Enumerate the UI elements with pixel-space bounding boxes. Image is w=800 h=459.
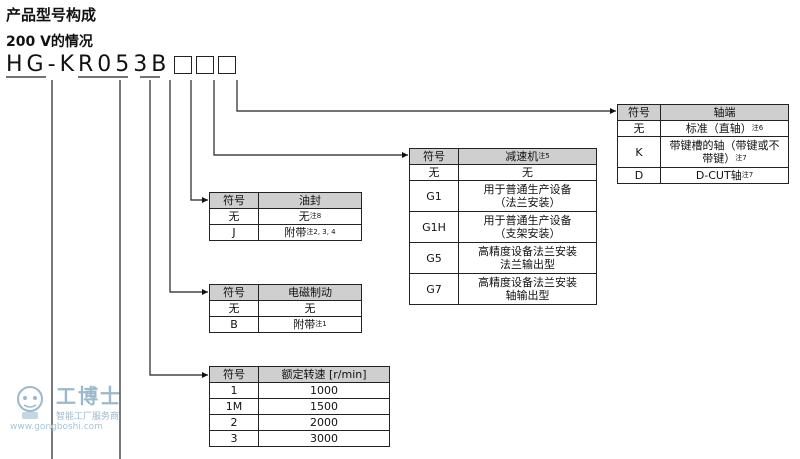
model-char: 0 [97, 52, 116, 77]
cell-symbol: G5 [409, 242, 459, 274]
cell-symbol: 1 [209, 382, 259, 399]
cell-value: 无注8 [258, 208, 362, 225]
header-oil-seal: 油封 [258, 192, 362, 209]
table-row: G1 用于普通生产设备（法兰安装） [409, 180, 597, 212]
cell-value: 3000 [258, 430, 390, 447]
reducer-table: 符号 减速机注5 无 无 G1 用于普通生产设备（法兰安装） G1H 用于普通生… [409, 148, 597, 305]
header-symbol: 符号 [209, 284, 259, 301]
header-brake: 电磁制动 [258, 284, 362, 301]
cell-value: 高精度设备法兰安装法兰输出型 [458, 242, 597, 274]
header-symbol: 符号 [409, 148, 459, 165]
watermark-site: www.gongboshi.com [10, 422, 103, 432]
cell-symbol: 1M [209, 398, 259, 415]
table-row: 3 3000 [209, 430, 390, 447]
cell-symbol: 3 [209, 430, 259, 447]
table-row: K 带键槽的轴（带键或不带键）注7 [617, 136, 789, 168]
table-row: D D-CUT轴注7 [617, 167, 789, 184]
cell-symbol: 无 [209, 208, 259, 225]
cell-value: D-CUT轴注7 [660, 167, 789, 184]
cell-value: 标准（直轴）注6 [660, 120, 789, 137]
cell-value: 1000 [258, 382, 390, 399]
model-char: K [59, 52, 78, 77]
model-char: H [6, 52, 27, 77]
cell-value: 用于普通生产设备（支架安装） [458, 211, 597, 243]
watermark-slogan: 智能工厂服务商 [56, 412, 120, 422]
cell-value: 无 [258, 300, 362, 317]
table-row: J 附带注2, 3, 4 [209, 224, 362, 241]
cell-symbol: 无 [617, 120, 661, 137]
cell-symbol: G1H [409, 211, 459, 243]
cell-symbol: 无 [409, 164, 459, 181]
cell-value: 无 [458, 164, 597, 181]
table-row: 1 1000 [209, 382, 390, 399]
cell-value: 2000 [258, 414, 390, 431]
header-symbol: 符号 [209, 366, 259, 383]
model-code: HG-KR053B [6, 52, 237, 77]
watermark-brand: 工博士 [56, 384, 122, 408]
model-char: B [151, 52, 171, 77]
header-symbol: 符号 [209, 192, 259, 209]
table-row: G5 高精度设备法兰安装法兰输出型 [409, 242, 597, 274]
model-char: G [26, 52, 48, 77]
cell-symbol: K [617, 136, 661, 168]
cell-symbol: G7 [409, 273, 459, 305]
table-row: 无 无 [209, 300, 362, 317]
cell-symbol: G1 [409, 180, 459, 212]
cell-value: 高精度设备法兰安装轴输出型 [458, 273, 597, 305]
table-row: B 附带注1 [209, 316, 362, 333]
model-char: - [47, 52, 60, 77]
model-char: R [78, 52, 98, 77]
table-row: 2 2000 [209, 414, 390, 431]
header-shaft-end: 轴端 [660, 104, 789, 121]
option-box-reducer [174, 56, 193, 74]
cell-symbol: B [209, 316, 259, 333]
cell-value: 附带注1 [258, 316, 362, 333]
header-reducer: 减速机注5 [458, 148, 597, 165]
cell-value: 1500 [258, 398, 390, 415]
page-title: 产品型号构成 [6, 6, 97, 24]
cell-value: 附带注2, 3, 4 [258, 224, 362, 241]
cell-symbol: 无 [209, 300, 259, 317]
oil-seal-table: 符号 油封 无 无注8 J 附带注2, 3, 4 [209, 192, 362, 241]
table-row: 无 无 [409, 164, 597, 181]
table-row: G7 高精度设备法兰安装轴输出型 [409, 273, 597, 305]
option-box-shaft [196, 56, 215, 74]
cell-symbol: 2 [209, 414, 259, 431]
robot-mascot-icon [17, 386, 43, 419]
cell-value: 带键槽的轴（带键或不带键）注7 [660, 136, 789, 168]
voltage-subtitle: 200 V的情况 [6, 34, 93, 50]
rated-speed-table: 符号 额定转速 [r/min] 1 1000 1M 1500 2 2000 3 … [209, 366, 390, 447]
model-char: 3 [133, 52, 152, 77]
cell-symbol: D [617, 167, 661, 184]
watermark: 工博士 智能工厂服务商 www.gongboshi.com [10, 380, 122, 432]
cell-symbol: J [209, 224, 259, 241]
model-char: 5 [115, 52, 134, 77]
header-rated-speed: 额定转速 [r/min] [258, 366, 390, 383]
table-row: 无 标准（直轴）注6 [617, 120, 789, 137]
option-box-oil [218, 56, 237, 74]
table-row: 1M 1500 [209, 398, 390, 415]
table-row: 无 无注8 [209, 208, 362, 225]
brake-table: 符号 电磁制动 无 无 B 附带注1 [209, 284, 362, 333]
table-row: G1H 用于普通生产设备（支架安装） [409, 211, 597, 243]
shaft-end-table: 符号 轴端 无 标准（直轴）注6 K 带键槽的轴（带键或不带键）注7 D D-C… [617, 104, 789, 184]
header-symbol: 符号 [617, 104, 661, 121]
cell-value: 用于普通生产设备（法兰安装） [458, 180, 597, 212]
